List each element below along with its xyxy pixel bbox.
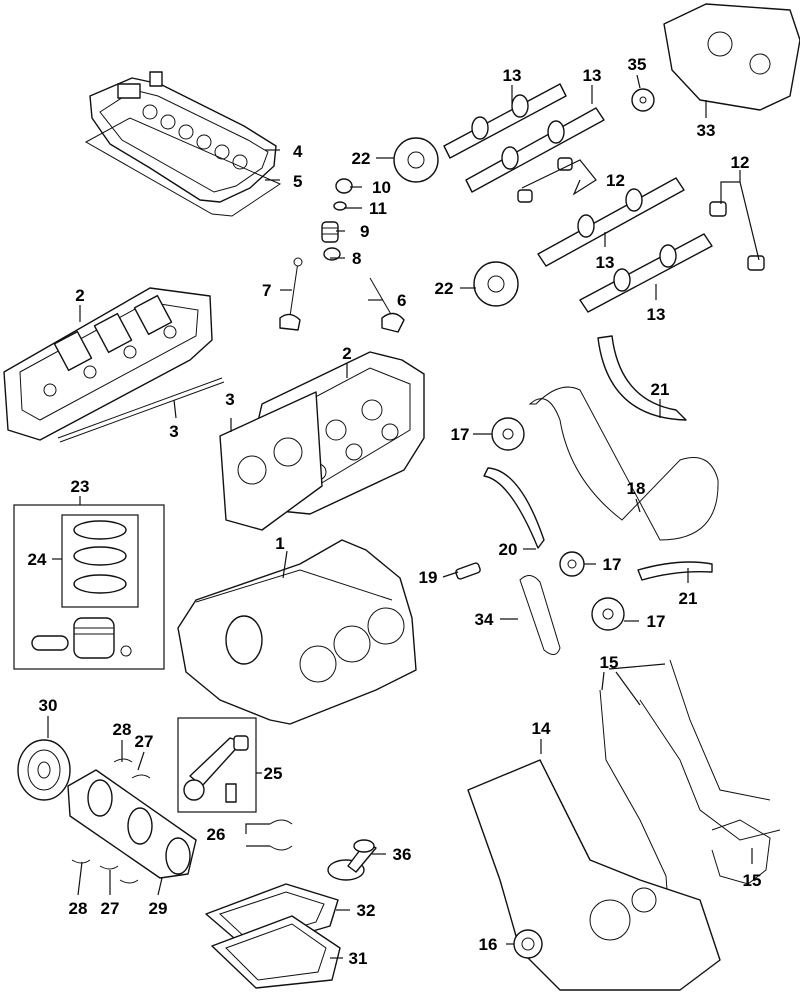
oil-pickup [327,839,377,881]
valve-keeper [333,201,347,211]
callout-26: 26 [207,825,226,844]
camshaft-3 [537,177,685,267]
callout-13: 13 [503,66,522,85]
callout-6: 6 [397,291,406,310]
callout-15: 15 [600,653,619,672]
cam-sprocket-lower [473,261,519,307]
callout-17: 17 [451,425,470,444]
valve-cover-gasket [84,117,282,217]
callout-22: 22 [435,279,454,298]
callout-1: 1 [275,534,284,553]
callout-34: 34 [475,610,494,629]
callout-17: 17 [603,555,622,574]
callout-28: 28 [113,720,132,739]
head-gasket-left [57,377,225,443]
chain-34 [519,575,561,655]
callout-3: 3 [169,422,178,441]
callout-35: 35 [628,55,647,74]
callout-13: 13 [647,305,666,324]
callout-12: 12 [606,171,625,190]
callout-15: 15 [743,871,762,890]
engine-block [177,539,417,725]
chain-guide-upper [597,335,687,421]
leader-lines [47,74,760,959]
callout-30: 30 [39,696,58,715]
intake-valve [279,257,303,331]
callout-13: 13 [583,66,602,85]
callout-13: 13 [596,253,615,272]
callout-19: 19 [419,568,438,587]
callout-27: 27 [101,899,120,918]
head-gasket-right [219,391,323,531]
crankshaft [67,769,197,879]
callout-16: 16 [479,935,498,954]
connecting-rod-box [177,717,257,813]
front-crank-seal [513,929,543,959]
callout-11: 11 [369,199,387,218]
callout-25: 25 [264,764,283,783]
chain-tensioner [455,562,481,580]
callout-3: 3 [225,390,234,409]
valve-seal [335,178,353,194]
valve-spring [321,221,339,243]
valve-cover [89,71,277,203]
callout-23: 23 [71,477,90,496]
callout-29: 29 [149,899,168,918]
sprocket-17-upper [491,417,525,451]
callout-17: 17 [647,612,666,631]
callout-21: 21 [651,380,670,399]
cylinder-head-left [3,287,213,441]
callout-33: 33 [697,121,716,140]
crank-pulley [17,739,71,801]
callout-28: 28 [69,899,88,918]
callout-10: 10 [372,178,391,197]
camshaft-4 [579,233,713,313]
camshaft-1 [443,83,567,159]
callout-36: 36 [393,845,412,864]
exhaust-valve [369,277,405,333]
oil-pan-lower [211,915,341,989]
timing-cover [467,759,721,991]
callout-12: 12 [731,153,750,172]
callout-20: 20 [499,540,518,559]
piston-kit-box [13,504,165,670]
chain-guide-lower [637,561,713,581]
callout-18: 18 [627,479,646,498]
callout-2: 2 [75,286,84,305]
timing-chain [528,386,719,541]
callout-24: 24 [28,550,47,569]
callout-22: 22 [352,149,371,168]
cam-sprocket-upper [393,137,439,183]
main-bearing [71,758,151,884]
callout-9: 9 [360,222,369,241]
chain-guide-20 [483,467,545,549]
rod-bearing [269,819,293,851]
sprocket-17-lower [591,597,625,631]
sprocket-35 [631,88,655,112]
sprocket-17-mid [559,551,585,577]
callout-14: 14 [532,719,551,738]
callout-4: 4 [293,142,303,161]
vacuum-pump [663,3,800,111]
callout-labels: 1 2 2 3 3 4 5 6 7 8 9 10 11 12 12 13 13 … [28,55,762,968]
callout-31: 31 [349,949,368,968]
valve-retainer [323,247,341,261]
callout-27: 27 [135,732,154,751]
callout-5: 5 [293,172,302,191]
camshaft-2 [465,107,605,193]
callout-2: 2 [342,344,351,363]
callout-32: 32 [357,901,376,920]
callout-8: 8 [352,249,361,268]
cam-follower [517,157,765,271]
callout-21: 21 [679,589,698,608]
callout-7: 7 [262,281,271,300]
